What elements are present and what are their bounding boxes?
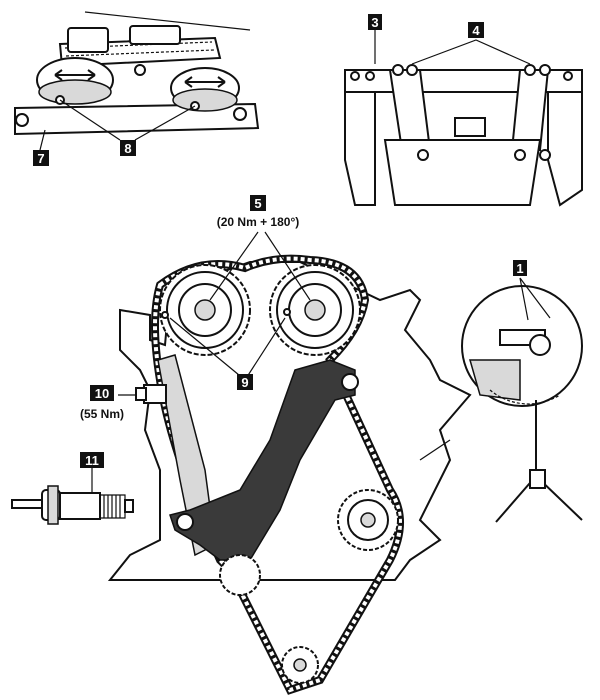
- camshaft-bolt-torque-label: (20 Nm + 180°): [217, 215, 300, 229]
- svg-text:5: 5: [254, 196, 261, 211]
- chain-tensioner: [135, 384, 167, 404]
- svg-text:4: 4: [472, 23, 480, 38]
- camshaft-locking-inset: [344, 30, 583, 207]
- callout-1: 1: [513, 260, 527, 276]
- adjust-arrow-icon: [184, 76, 226, 88]
- crankshaft-locking-inset: [461, 277, 583, 523]
- svg-text:11: 11: [85, 453, 99, 468]
- tensioner-tool: [11, 466, 134, 525]
- callout-5: 5: [250, 195, 266, 211]
- locking-pin-tool: [495, 400, 583, 523]
- callout-4: 4: [468, 22, 484, 38]
- intermediate-sprocket: [337, 489, 399, 551]
- crankshaft-sprocket: [219, 554, 319, 684]
- svg-text:9: 9: [241, 375, 248, 390]
- svg-text:3: 3: [371, 15, 378, 30]
- svg-text:1: 1: [516, 261, 523, 276]
- svg-text:10: 10: [95, 386, 109, 401]
- callout-8: 8: [120, 140, 136, 156]
- intake-camshaft-sprocket: [159, 264, 251, 356]
- callout-3: 3: [368, 14, 382, 30]
- callout-9: 9: [237, 374, 253, 390]
- callout-7: 7: [33, 150, 49, 166]
- camshaft-adjuster-inset: [14, 11, 260, 151]
- exhaust-camshaft-sprocket: [269, 264, 361, 356]
- svg-text:7: 7: [37, 151, 44, 166]
- tensioner-torque-label: (55 Nm): [80, 407, 124, 421]
- svg-text:8: 8: [124, 141, 131, 156]
- callout-11: 11: [80, 452, 104, 468]
- callout-10: 10: [90, 385, 114, 401]
- adjust-arrow-icon: [54, 69, 96, 81]
